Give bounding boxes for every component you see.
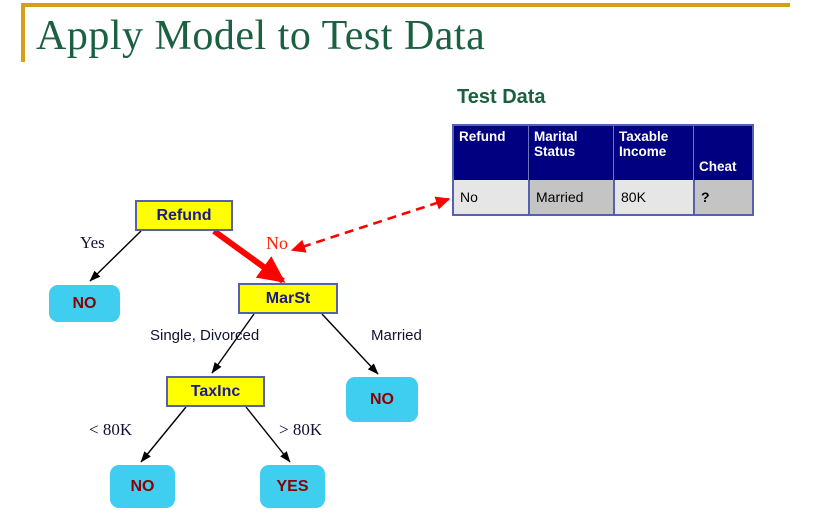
column-header-marital-status-line2: Status	[534, 144, 576, 160]
column-header-taxable-income: Taxable Income	[613, 126, 693, 180]
tree-leaf-taxinc-high-yes[interactable]: YES	[260, 465, 325, 508]
column-header-marital-status-line1: Marital	[534, 129, 578, 144]
edge-label-marst-married: Married	[371, 327, 422, 344]
edge-label-marst-single-divorced: Single, Divorced	[150, 327, 260, 344]
cell-refund: No	[454, 180, 528, 214]
table-row: No Married 80K ?	[454, 180, 752, 214]
tree-node-marst[interactable]: MarSt	[238, 283, 338, 314]
tree-leaf-taxinc-low-no[interactable]: NO	[110, 465, 175, 508]
column-header-cheat: Cheat	[693, 126, 752, 180]
column-header-refund: Refund	[454, 126, 528, 180]
test-data-heading: Test Data	[457, 86, 546, 108]
test-data-table: Refund Marital Status Taxable Income Che…	[452, 124, 754, 216]
cell-taxable-income: 80K	[613, 180, 693, 214]
table-header-row: Refund Marital Status Taxable Income Che…	[454, 126, 752, 180]
edge-label-refund-no: No	[266, 233, 288, 253]
column-header-marital-status: Marital Status	[528, 126, 613, 180]
column-header-taxable-income-line2: Income	[619, 144, 667, 160]
tree-leaf-marst-married-no[interactable]: NO	[346, 377, 418, 422]
tree-node-refund[interactable]: Refund	[135, 200, 233, 231]
edge-label-taxinc-high: > 80K	[279, 420, 323, 439]
page-title: Apply Model to Test Data	[36, 13, 486, 59]
column-header-taxable-income-line1: Taxable	[619, 129, 669, 144]
title-rule-left	[21, 3, 25, 62]
cell-marital-status: Married	[528, 180, 613, 214]
edge-label-taxinc-low: < 80K	[89, 420, 133, 439]
column-header-cheat-line2: Cheat	[699, 158, 737, 174]
edge-label-refund-yes: Yes	[80, 233, 105, 252]
tree-leaf-refund-yes-no[interactable]: NO	[49, 285, 120, 322]
tree-node-taxinc[interactable]: TaxInc	[166, 376, 265, 407]
title-rule-top	[21, 3, 790, 7]
cell-cheat: ?	[693, 180, 752, 214]
column-header-refund-line1: Refund	[459, 129, 506, 144]
